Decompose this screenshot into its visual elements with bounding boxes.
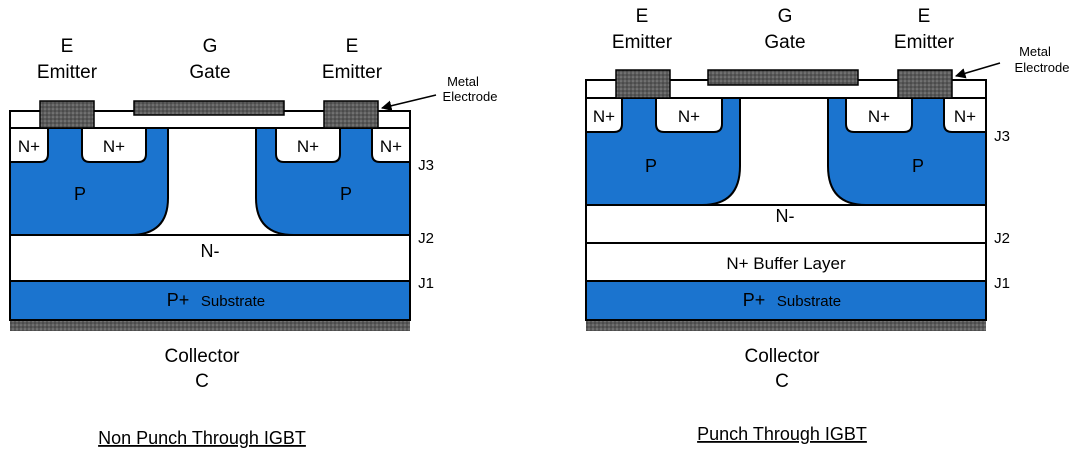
pt-j1-label: J1 xyxy=(994,275,1010,292)
n-plus-region xyxy=(845,97,913,133)
pt-emitter-right-label: Emitter xyxy=(894,32,955,53)
pt-substrate-label: Substrate xyxy=(777,293,841,310)
npt-n-plus-label: N+ xyxy=(380,137,402,156)
npt-n-plus-label: N+ xyxy=(103,137,125,156)
pt-n-plus-label: N+ xyxy=(954,107,976,126)
n-plus-region xyxy=(943,97,987,133)
n-plus-region xyxy=(81,127,147,163)
npt-electrode-label: Electrode xyxy=(443,89,498,104)
gate-electrode xyxy=(707,69,859,86)
emitter-electrode-left xyxy=(615,69,671,99)
npt-substrate-label: Substrate xyxy=(201,293,265,310)
metal-electrode-arrow xyxy=(954,62,1001,79)
pt-p-label: P xyxy=(912,156,924,176)
p-plus-substrate xyxy=(585,280,987,321)
metal-electrode-arrow xyxy=(380,94,437,111)
pt-collector-letter: C xyxy=(775,371,789,392)
npt-j2-label: J2 xyxy=(418,230,434,247)
n-plus-region xyxy=(371,127,411,163)
npt-p-label: P xyxy=(340,184,352,204)
n-plus-region xyxy=(275,127,341,163)
n-plus-region xyxy=(9,127,49,163)
pt-gate-label: Gate xyxy=(764,32,805,53)
pt-emitter-left-label: Emitter xyxy=(612,32,673,53)
pt-electrode-label: Electrode xyxy=(1015,60,1070,75)
npt-j3-label: J3 xyxy=(418,157,434,174)
pt-p-label: P xyxy=(645,156,657,176)
npt-n-plus-label: N+ xyxy=(18,137,40,156)
npt-j1-label: J1 xyxy=(418,275,434,292)
emitter-electrode-left xyxy=(39,100,95,129)
npt-p-plus-label: P+ xyxy=(167,290,190,310)
pt-n-minus-label: N- xyxy=(776,206,795,226)
pt-n-plus-label: N+ xyxy=(678,107,700,126)
npt-metal-label: Metal xyxy=(447,74,479,89)
n-plus-region xyxy=(655,97,723,133)
n-plus-region xyxy=(585,97,623,133)
pt-n-plus-label: N+ xyxy=(593,107,615,126)
pt-n-plus-label: N+ xyxy=(868,107,890,126)
npt-emitter-left-label: Emitter xyxy=(37,62,98,83)
pt-collector-label: Collector xyxy=(745,346,821,367)
npt-emitter-left-letter: E xyxy=(61,36,74,57)
npt-caption: Non Punch Through IGBT xyxy=(98,428,306,448)
gate-electrode xyxy=(133,100,285,116)
npt-igbt-structure xyxy=(9,94,437,331)
pt-gate-letter: G xyxy=(778,6,793,27)
npt-gate-label: Gate xyxy=(189,62,230,83)
pt-j2-label: J2 xyxy=(994,230,1010,247)
collector-metal xyxy=(586,320,986,331)
pt-metal-label: Metal xyxy=(1019,44,1051,59)
emitter-electrode-right xyxy=(897,69,953,99)
emitter-electrode-right xyxy=(323,100,379,129)
pt-j3-label: J3 xyxy=(994,128,1010,145)
pt-emitter-left-letter: E xyxy=(636,6,649,27)
npt-collector-letter: C xyxy=(195,371,209,392)
npt-collector-label: Collector xyxy=(165,346,241,367)
npt-emitter-right-letter: E xyxy=(346,36,359,57)
pt-igbt-structure xyxy=(585,62,1001,331)
npt-n-minus-label: N- xyxy=(201,241,220,261)
n-plus-buffer-layer xyxy=(585,242,987,282)
npt-emitter-right-label: Emitter xyxy=(322,62,383,83)
npt-n-plus-label: N+ xyxy=(297,137,319,156)
npt-p-label: P xyxy=(74,184,86,204)
pt-buffer-label: N+ Buffer Layer xyxy=(726,254,846,273)
pt-caption: Punch Through IGBT xyxy=(697,424,867,444)
pt-p-plus-label: P+ xyxy=(743,290,766,310)
pt-emitter-right-letter: E xyxy=(918,6,931,27)
npt-gate-letter: G xyxy=(203,36,218,57)
collector-metal xyxy=(10,320,410,331)
